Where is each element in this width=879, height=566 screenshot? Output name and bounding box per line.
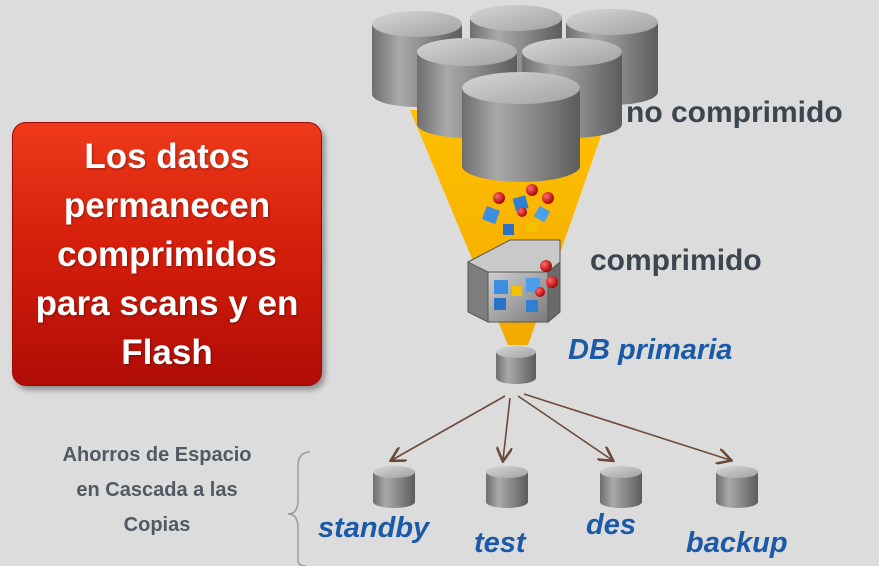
arrow-to-standby	[392, 395, 506, 460]
primary-db-label: DB primaria	[568, 334, 733, 366]
space-savings-note: Ahorros de Espacio en Cascada a las Copi…	[22, 438, 292, 543]
backup-label: backup	[686, 527, 788, 559]
callout-box: Los datos permanecen comprimidos para sc…	[12, 122, 322, 386]
test-label: test	[474, 527, 526, 559]
savings-line-1: Ahorros de Espacio	[62, 444, 252, 466]
standby-label: standby	[318, 512, 430, 544]
des-db-cylinder-icon	[600, 466, 642, 508]
savings-line-2: en Cascada a las	[76, 479, 238, 501]
uncompressed-db-stack	[372, 5, 658, 182]
data-particles	[482, 184, 554, 235]
test-db-cylinder-icon	[486, 466, 528, 508]
compression-block-icon	[467, 239, 561, 324]
arrow-to-test	[503, 397, 510, 460]
compressed-label: comprimido	[590, 244, 762, 277]
arrow-to-backup	[523, 393, 730, 460]
standby-db-cylinder-icon	[373, 466, 415, 508]
backup-db-cylinder-icon	[716, 466, 758, 508]
cylinder-icon	[462, 72, 580, 182]
arrow-to-des	[517, 395, 612, 460]
primary-db-cylinder-icon	[496, 346, 536, 384]
copy-arrows	[392, 393, 730, 460]
savings-line-3: Copias	[123, 514, 191, 536]
callout-text: Los datos permanecen comprimidos para sc…	[35, 136, 299, 372]
savings-bracket	[287, 451, 311, 566]
uncompressed-label: no comprimido	[626, 96, 843, 129]
des-label: des	[586, 509, 636, 541]
